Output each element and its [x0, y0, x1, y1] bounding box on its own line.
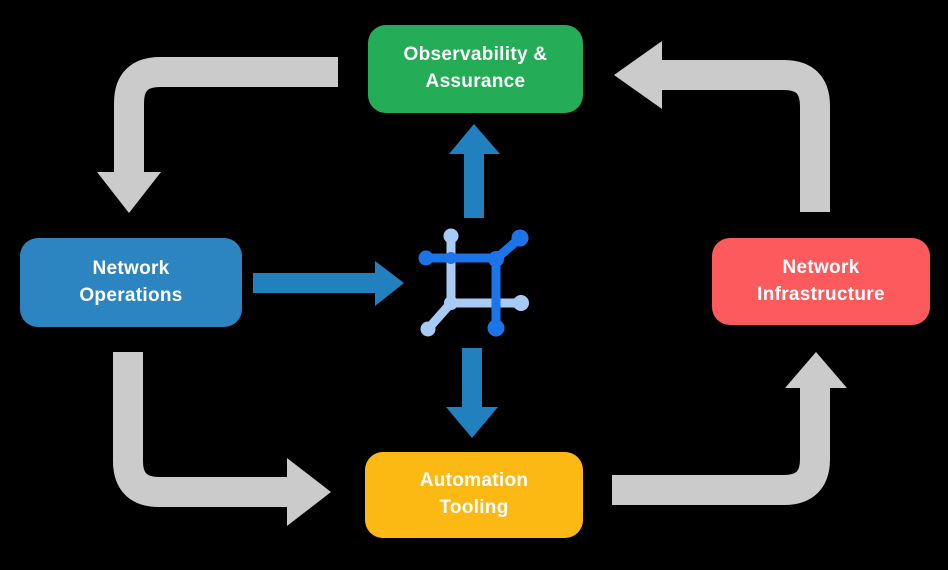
arrow-automation-to-infrastructure — [612, 352, 847, 505]
node-operations-label: Network Operations — [79, 257, 183, 306]
arrow-center-to-automation — [446, 348, 498, 438]
node-automation-label: Automation Tooling — [419, 470, 529, 518]
network-mesh-icon-dark-nodes — [418, 229, 529, 337]
network-mesh-icon — [418, 228, 529, 337]
arrow-operations-to-center — [253, 261, 404, 306]
arrow-infrastructure-to-observability — [614, 41, 830, 212]
node-observability-label: Observability & Assurance — [403, 44, 548, 92]
arrow-center-to-observability — [449, 124, 500, 218]
arrow-operations-to-automation — [113, 352, 331, 526]
node-automation-tooling: Automation Tooling — [365, 452, 583, 538]
node-network-infrastructure: Network Infrastructure — [712, 238, 930, 325]
node-observability-assurance: Observability & Assurance — [368, 25, 583, 113]
arrow-observability-to-operations — [97, 57, 338, 213]
node-infrastructure-label: Network Infrastructure — [757, 256, 885, 305]
node-network-operations: Network Operations — [20, 238, 242, 327]
